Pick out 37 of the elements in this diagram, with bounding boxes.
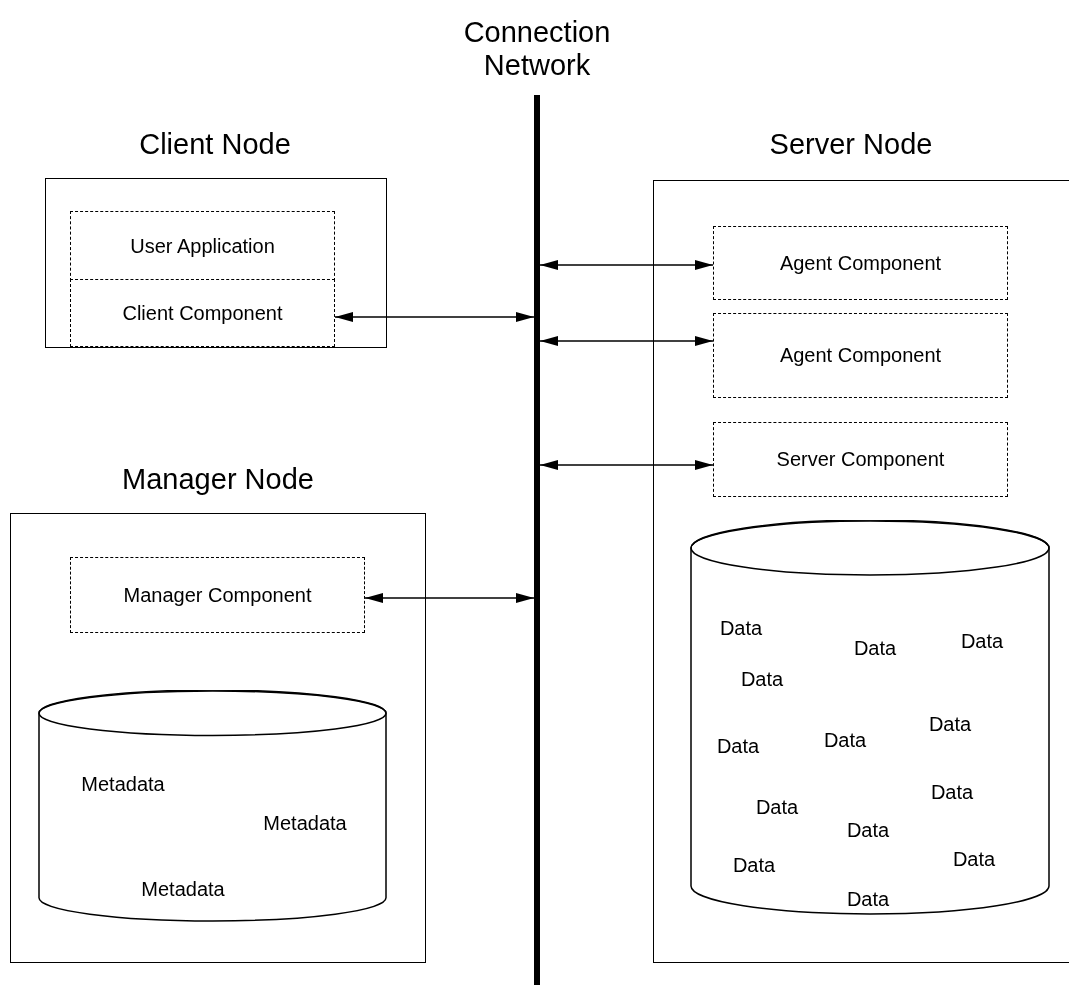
node-title: Manager Node [121,463,315,497]
data-label: Data [853,636,897,660]
component-box [70,557,365,633]
arrow [539,260,714,270]
component-label: User Application [130,234,275,258]
arrow [334,312,535,322]
data-label: Data [740,667,784,691]
data-label: Data [755,795,799,819]
data-label: Data [952,847,996,871]
component-box [70,211,335,281]
component-box [713,313,1008,398]
data-label: Data [732,853,776,877]
node-title: Client Node [138,128,292,162]
data-label: Data [846,887,890,911]
data-label: Data [928,712,972,736]
component-box [713,422,1008,497]
component-label: Client Component [122,301,283,325]
data-label: Metadata [81,772,165,796]
data-label: Data [716,734,760,758]
data-label: Data [719,616,763,640]
component-box [70,279,335,347]
data-label: Data [930,780,974,804]
component-label: Manager Component [123,583,312,607]
arrow [539,460,714,470]
data-label: Data [846,818,890,842]
component-label: Agent Component [779,251,942,275]
component-box [713,226,1008,300]
data-label: Metadata [263,811,347,835]
data-label: Data [960,629,1004,653]
network-title: Connection Network [462,16,612,83]
data-label: Data [823,728,867,752]
arrow [364,593,535,603]
data-label: Metadata [141,877,225,901]
arrow [539,336,714,346]
component-label: Server Component [776,448,945,471]
node-title: Server Node [768,128,934,162]
component-label: Agent Component [779,344,942,367]
